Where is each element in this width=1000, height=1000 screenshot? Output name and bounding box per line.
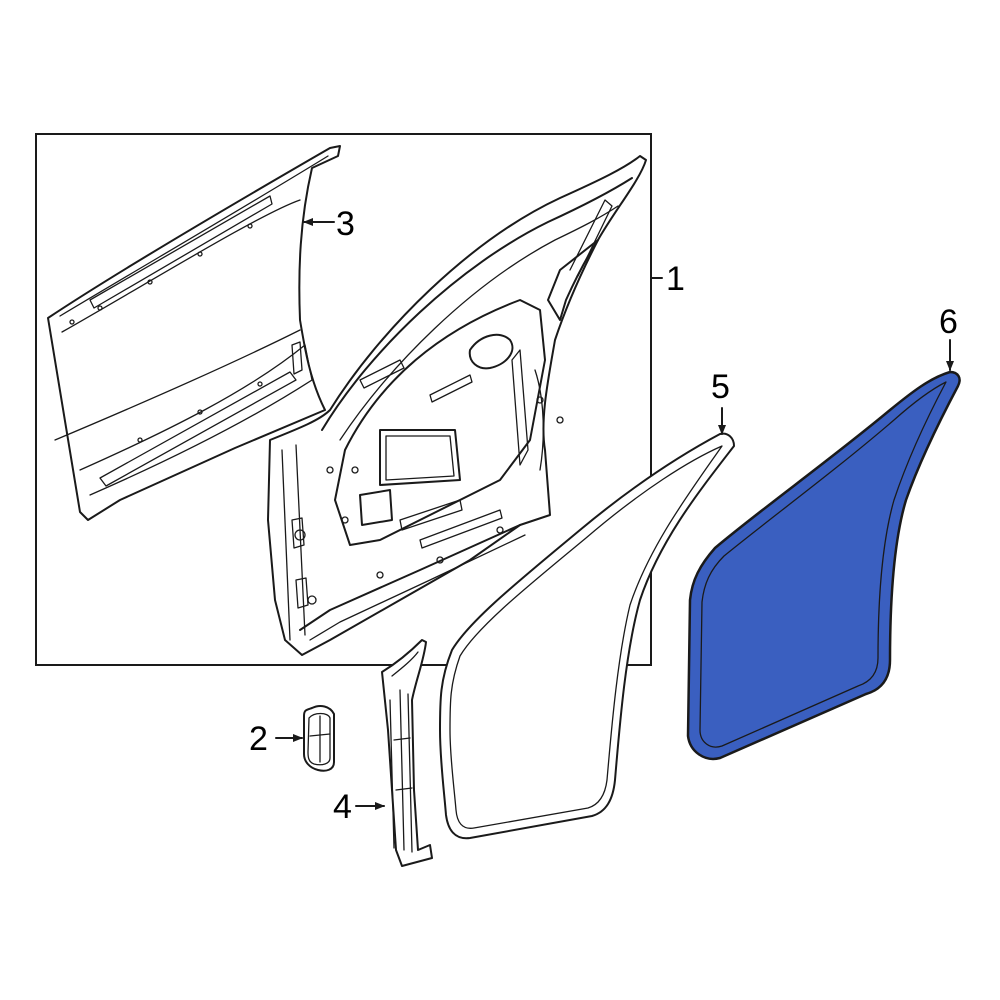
outer-door-skin-panel <box>47 145 341 521</box>
emblem-clip <box>303 705 335 772</box>
callout-4: 4 <box>333 788 352 826</box>
callout-2: 2 <box>249 720 268 758</box>
door-weatherstrip <box>439 432 735 840</box>
callout-6: 6 <box>939 303 958 341</box>
inner-door-shell <box>267 155 647 656</box>
highlighted-seal-part-6 <box>686 370 961 761</box>
callout-1: 1 <box>666 260 685 298</box>
callout-3: 3 <box>336 205 355 243</box>
leader-lines <box>275 218 954 810</box>
seal-6-shape <box>686 370 961 761</box>
callout-labels: 1 2 3 4 5 6 <box>249 205 958 826</box>
assembly-box <box>35 133 652 666</box>
callout-5: 5 <box>711 368 730 406</box>
pillar-garnish <box>381 639 433 867</box>
